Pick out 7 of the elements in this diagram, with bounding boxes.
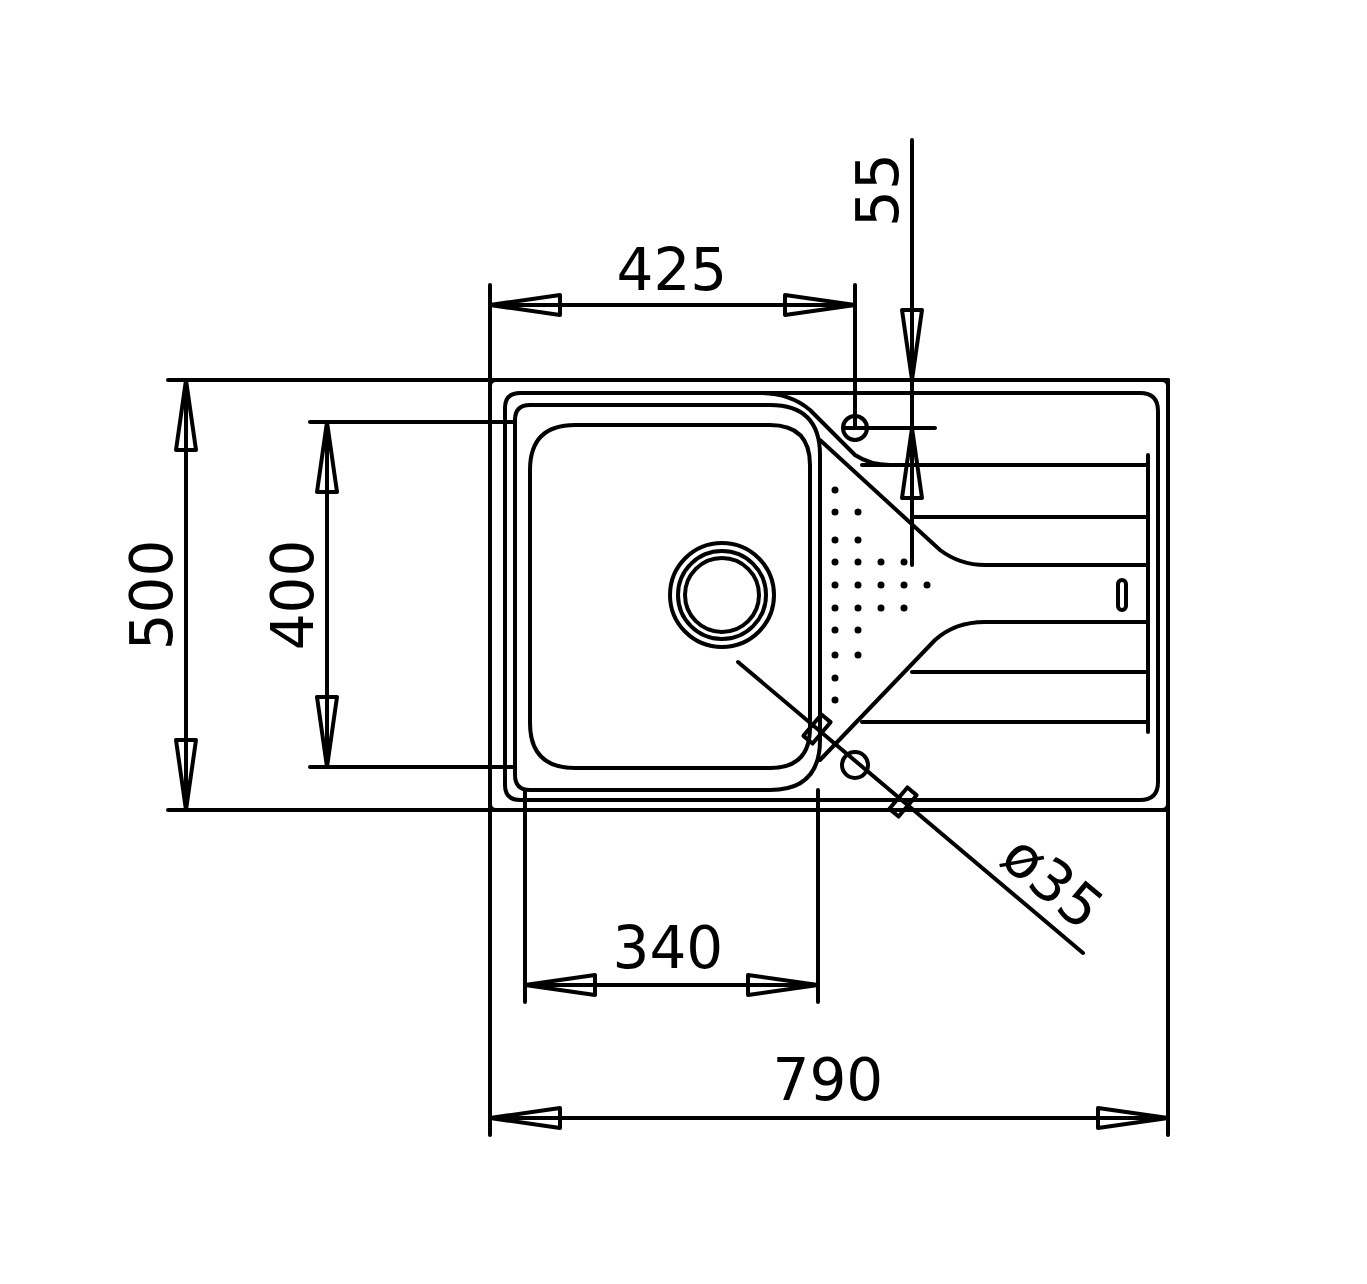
dimension-value: 425 xyxy=(616,241,728,299)
dimension-value: 340 xyxy=(612,919,724,977)
dimension-value: ø35 xyxy=(991,824,1113,940)
dimension-value: 500 xyxy=(122,539,181,651)
dimension-value: 400 xyxy=(263,539,322,651)
dimension-value: 790 xyxy=(772,1051,884,1109)
dimension-value: 55 xyxy=(848,153,907,227)
